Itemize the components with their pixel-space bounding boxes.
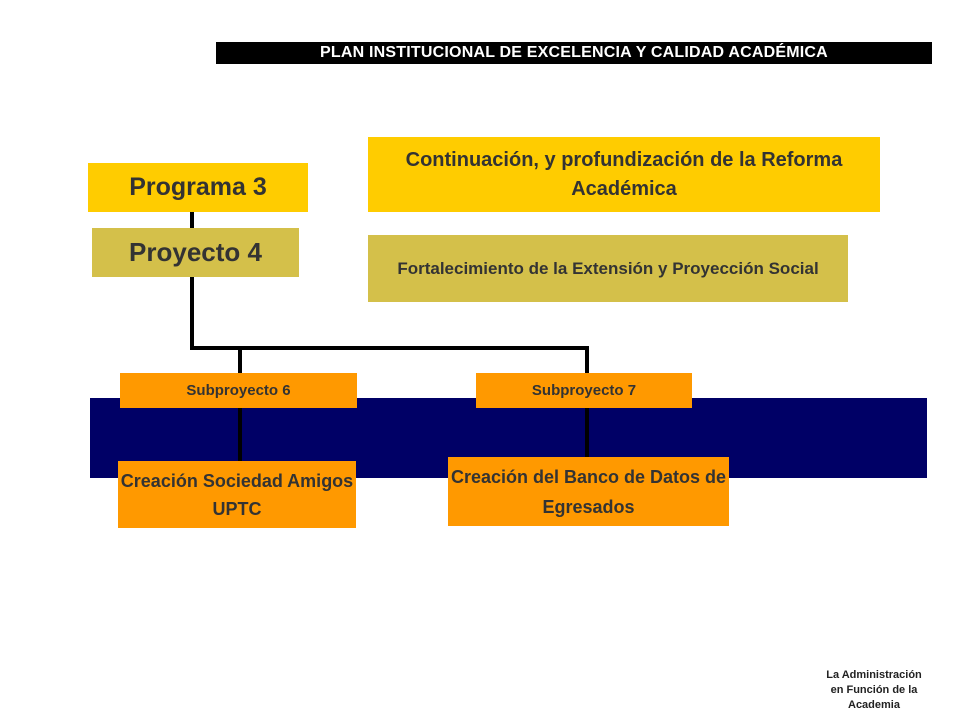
subproyecto-7-label: Subproyecto 7 [531,382,637,399]
connector-sub7-leaf [585,408,589,458]
connector-horizontal [190,346,589,350]
programa-label: Programa 3 [129,173,267,201]
programa-box: Programa 3 [88,163,308,212]
subproyecto-6-title-box: Creación Sociedad Amigos UPTC [118,461,356,528]
proyecto-title: Fortalecimiento de la Extensión y Proyec… [397,258,819,278]
subproyecto-6-title: Creación Sociedad Amigos UPTC [120,470,354,519]
connector-programa-proyecto [190,212,194,229]
proyecto-title-box: Fortalecimiento de la Extensión y Proyec… [368,235,848,302]
programa-title-box: Continuación, y profundización de la Ref… [368,137,880,212]
connector-drop-sub6 [238,346,242,374]
proyecto-label: Proyecto 4 [129,237,262,267]
subproyecto-7-box: Subproyecto 7 [476,373,692,408]
connector-proyecto-trunk [190,277,194,349]
subproyecto-6-label: Subproyecto 6 [186,382,291,399]
connector-sub6-leaf [238,408,242,462]
connector-drop-sub7 [585,346,589,374]
header-bar: PLAN INSTITUCIONAL DE EXCELENCIA Y CALID… [216,42,932,64]
programa-title: Continuación, y profundización de la Ref… [405,148,843,200]
proyecto-box: Proyecto 4 [92,228,299,277]
subproyecto-7-title-box: Creación del Banco de Datos de Egresados [448,457,729,526]
subproyecto-6-box: Subproyecto 6 [120,373,357,408]
footer-note: La Administración en Función de la Acade… [826,669,922,711]
subproyecto-7-title: Creación del Banco de Datos de Egresados [450,466,727,517]
